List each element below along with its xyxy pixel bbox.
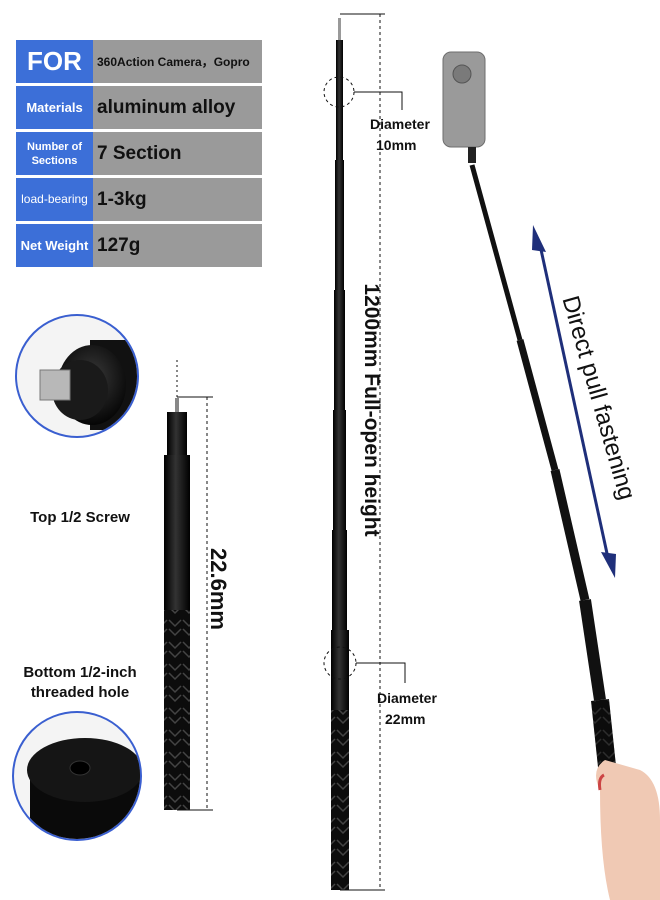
collapsed-dimension-line [176, 360, 213, 811]
spec-label: FOR [16, 40, 93, 83]
spec-row-for: FOR 360Action Camera，Gopro [16, 40, 262, 83]
bottom-hole-detail [12, 711, 142, 841]
spec-label: Number of Sections [16, 132, 93, 175]
spec-row-materials: Materials aluminum alloy [16, 86, 262, 129]
spec-row-weight: Net Weight 127g [16, 224, 262, 267]
bottom-hole-caption: Bottom 1/2-inch threaded hole [23, 664, 137, 701]
spec-label: load-bearing [16, 178, 93, 221]
spec-row-load: load-bearing 1-3kg [16, 178, 262, 221]
spec-value: 7 Section [93, 132, 262, 175]
spec-value: 1-3kg [93, 178, 262, 221]
top-screw-detail [15, 314, 139, 438]
spec-row-sections: Number of Sections 7 Section [16, 132, 262, 175]
diameter-top-value: 10mm [376, 137, 417, 153]
collapsed-length-text: 22.6mm [206, 548, 231, 630]
pull-arrow [532, 225, 616, 578]
diameter-bottom-value: 22mm [385, 711, 426, 727]
extended-rod [323, 13, 406, 891]
spec-value: aluminum alloy [93, 86, 262, 129]
spec-label: Net Weight [16, 224, 93, 267]
full-height-text: 1200mm Full-open height [360, 283, 383, 537]
pulled-rod [442, 51, 660, 900]
spec-label: Materials [16, 86, 93, 129]
diameter-top-label: Diameter [370, 116, 430, 132]
collapsed-rod [164, 398, 190, 810]
spec-value: 360Action Camera，Gopro [93, 40, 262, 83]
diameter-bottom-label: Diameter [377, 690, 437, 706]
top-screw-caption: Top 1/2 Screw [30, 509, 130, 526]
spec-value: 127g [93, 224, 262, 267]
